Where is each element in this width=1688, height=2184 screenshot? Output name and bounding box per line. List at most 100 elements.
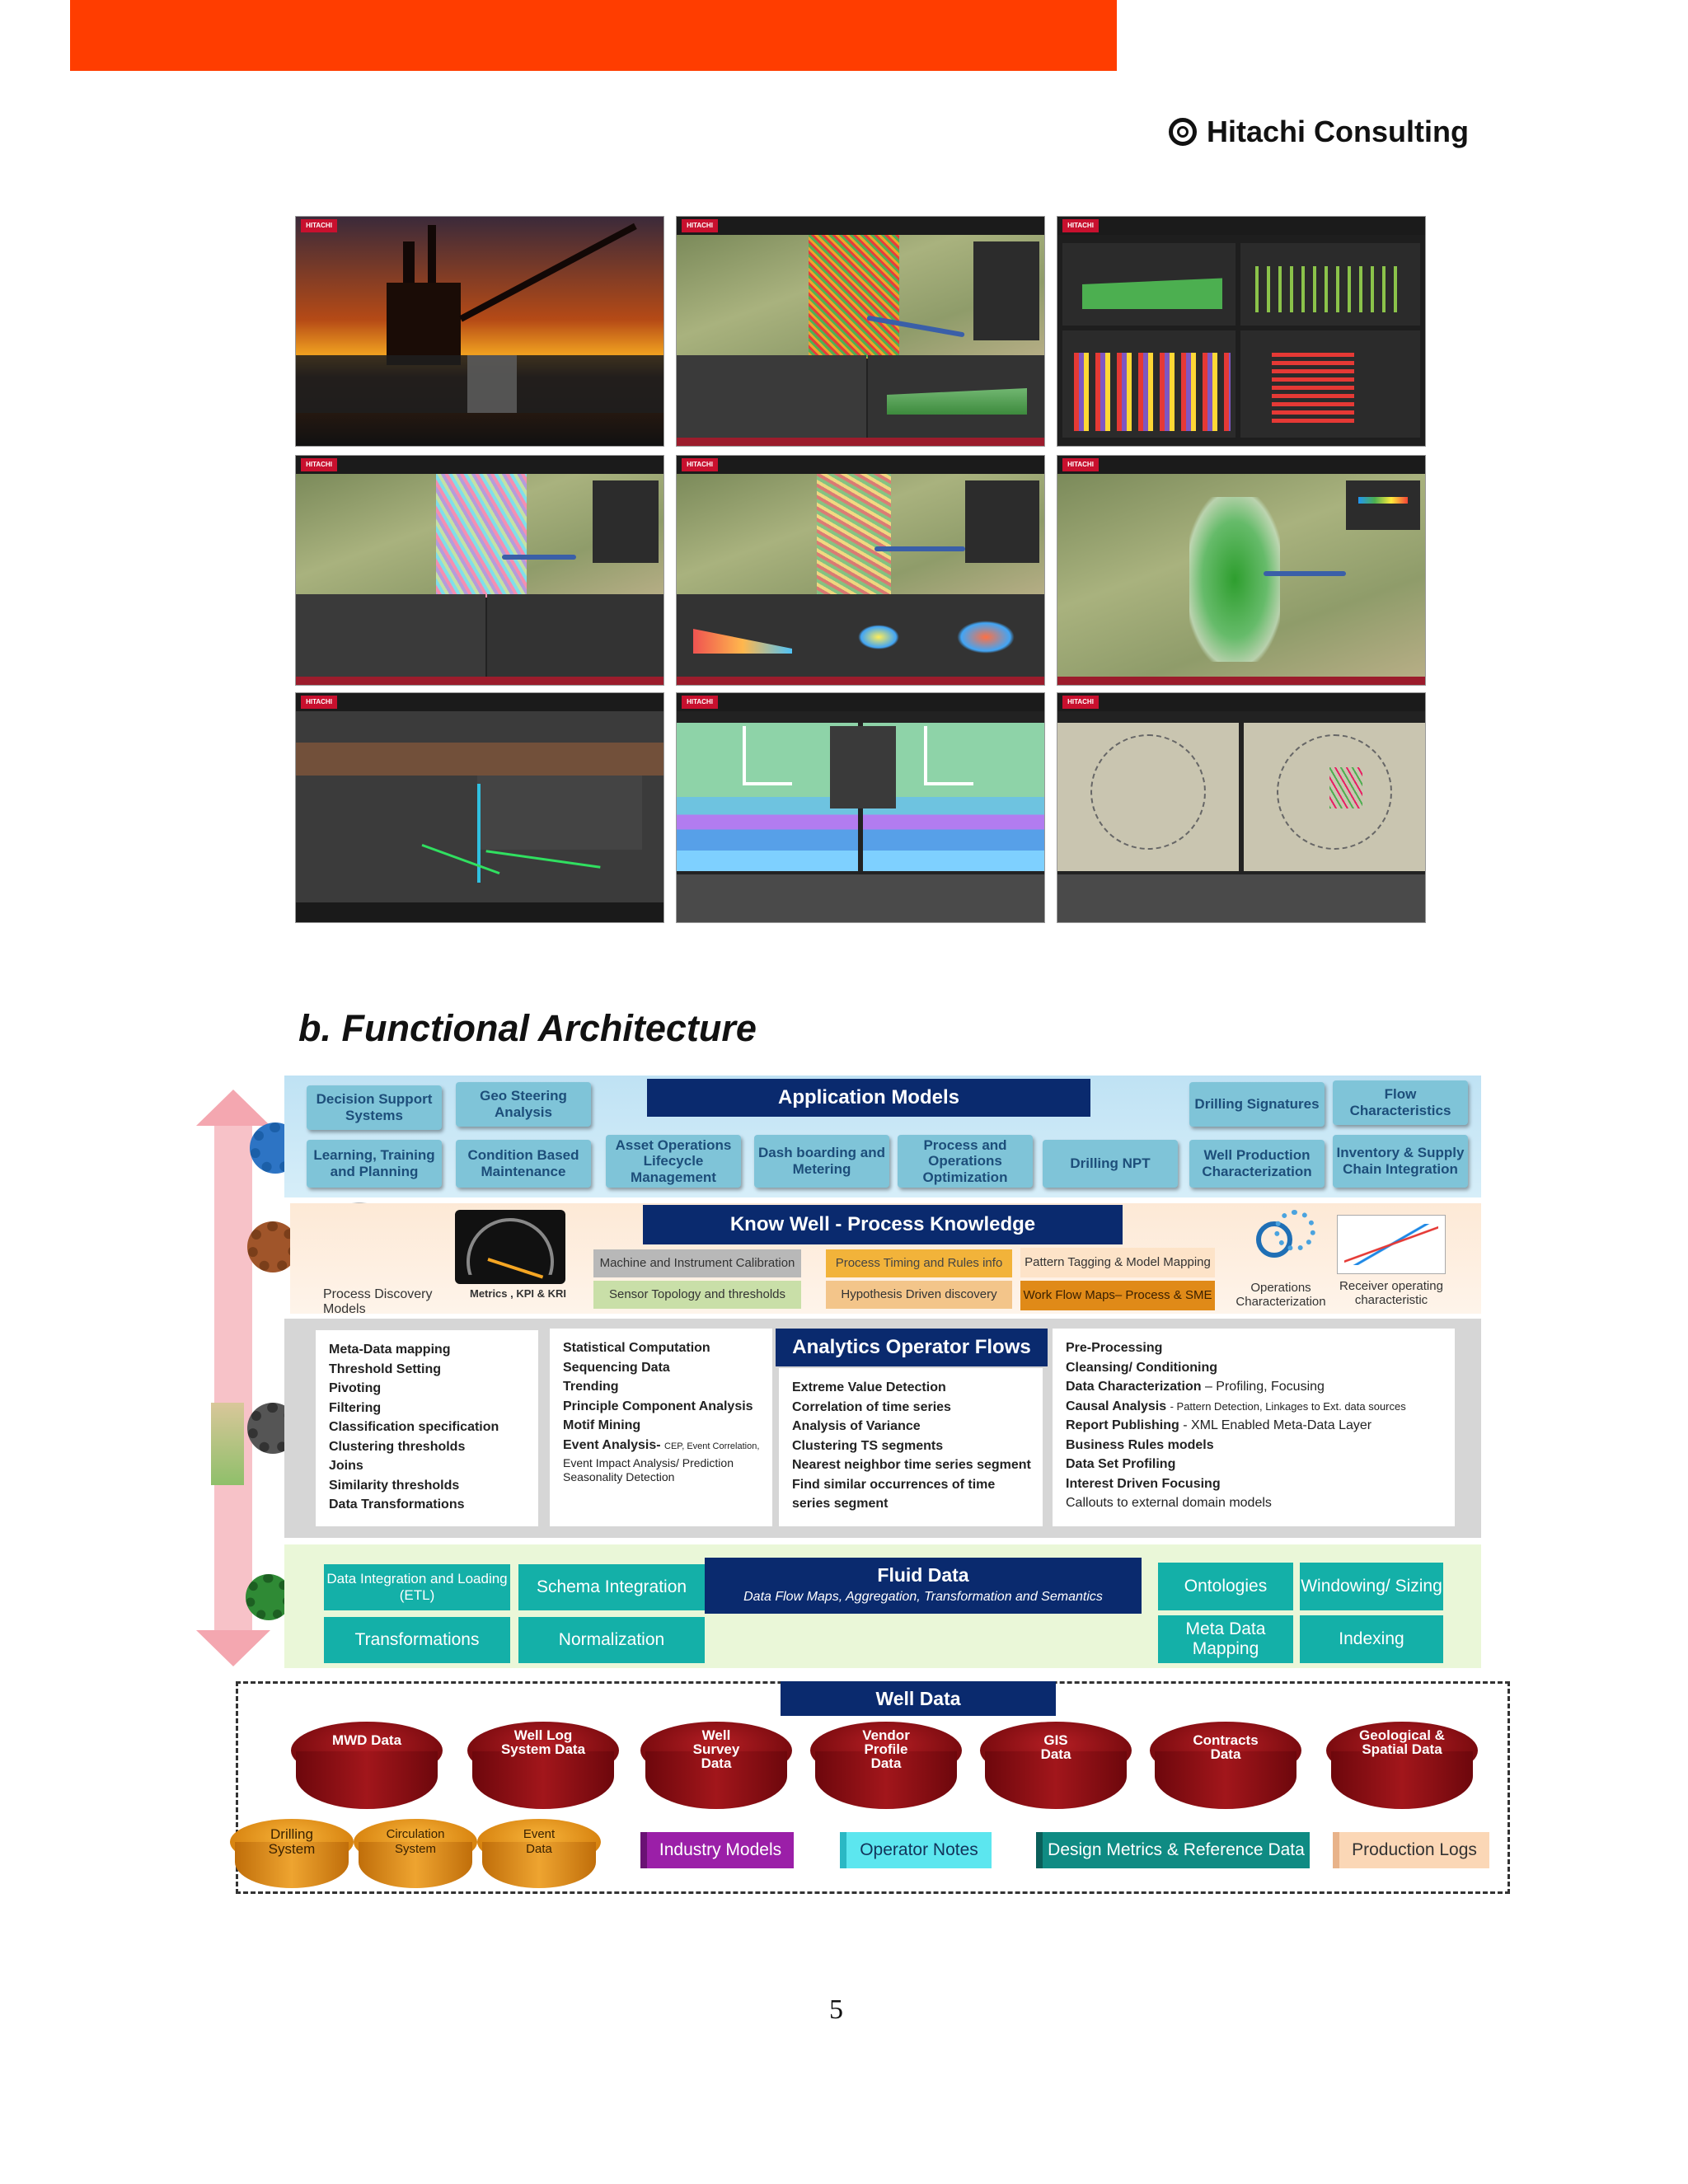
- screenshot-map-scatter: HITACHI: [676, 455, 1045, 686]
- text-item: Find similar occurrences of time series …: [792, 1477, 996, 1511]
- tile-learning-training: Learning, Training and Planning: [307, 1140, 442, 1188]
- text-item: Clustering TS segments: [792, 1438, 944, 1453]
- well-data-layer: Well Data MWD Data Well Log System Data …: [230, 1681, 1510, 1894]
- text-item: Data Characterization: [1066, 1380, 1202, 1394]
- text-item: Business Rules models: [1066, 1437, 1214, 1452]
- chip-operator-notes: Operator Notes: [840, 1832, 992, 1868]
- text-item: Classification specification: [329, 1420, 499, 1434]
- analytics-col3: Extreme Value Detection Correlation of t…: [779, 1368, 1043, 1526]
- know-pattern-tagging: Pattern Tagging & Model Mapping: [1020, 1248, 1215, 1277]
- pot-mwd-data: MWD Data: [291, 1722, 443, 1814]
- pot-gis-data: GIS Data: [980, 1722, 1132, 1814]
- pot-well-log-data: Well Log System Data: [467, 1722, 619, 1814]
- text-item: Event Impact Analysis/ Prediction: [563, 1456, 734, 1469]
- screenshot-map-clusters: HITACHI: [295, 455, 664, 686]
- pot-vendor-profile-data: Vendor Profile Data: [810, 1722, 962, 1814]
- metrics-label: Metrics , KPI & KRI: [470, 1287, 567, 1300]
- pot-geological-data: Geological & Spatial Data: [1326, 1722, 1478, 1814]
- tile-decision-support: Decision Support Systems: [307, 1085, 442, 1130]
- pot-well-survey-data: Well Survey Data: [640, 1722, 792, 1814]
- text-item: Trending: [563, 1380, 619, 1394]
- text-item: Statistical Computation: [563, 1341, 710, 1355]
- application-models-title: Application Models: [647, 1079, 1090, 1117]
- text-item: Joins: [329, 1459, 363, 1473]
- text-item: Cleansing/ Conditioning: [1066, 1360, 1217, 1375]
- analytics-col4: Pre-Processing Cleansing/ Conditioning D…: [1053, 1329, 1455, 1526]
- pot-label: Drilling System: [268, 1826, 316, 1857]
- text-item: Data Set Profiling: [1066, 1457, 1176, 1471]
- screenshot-production-charts: HITACHI: [1057, 216, 1426, 447]
- event-analysis-line: Event Analysis- CEP, Event Correlation,: [563, 1436, 759, 1457]
- top-accent-bar: [70, 0, 1117, 71]
- process-discovery-label: Process Discovery Models: [323, 1287, 433, 1316]
- pot-label: Vendor Profile Data: [862, 1727, 910, 1771]
- text-item: Report Publishing: [1066, 1418, 1179, 1432]
- text-item: Similarity thresholds: [329, 1478, 460, 1493]
- text-item: Filtering: [329, 1400, 382, 1415]
- report-publishing-line: Report Publishing - XML Enabled Meta-Dat…: [1066, 1416, 1442, 1436]
- tile-windowing: Windowing/ Sizing: [1300, 1563, 1443, 1610]
- operations-label: Operations Characterization: [1236, 1281, 1326, 1309]
- tile-indexing: Indexing: [1300, 1615, 1443, 1663]
- tile-geo-steering: Geo Steering Analysis: [456, 1082, 591, 1127]
- text-item: CEP, Event Correlation,: [664, 1441, 760, 1451]
- analytics-col2: Statistical Computation Sequencing Data …: [550, 1329, 772, 1526]
- hitachi-logo-icon: [1169, 118, 1197, 146]
- screenshot-3d-wellbore: HITACHI: [295, 692, 664, 923]
- pot-event-data: Event Data: [477, 1819, 601, 1890]
- text-item: Meta-Data mapping: [329, 1343, 451, 1357]
- know-well-layer: Know Well - Process Knowledge Process Di…: [290, 1203, 1481, 1316]
- architecture-left-arrow: [196, 1090, 270, 1666]
- screenshot-logo: HITACHI: [301, 219, 337, 232]
- know-hypothesis: Hypothesis Driven discovery: [826, 1281, 1012, 1309]
- know-machine-calibration: Machine and Instrument Calibration: [593, 1249, 801, 1277]
- text-item: Motif Mining: [563, 1418, 641, 1432]
- know-well-title: Know Well - Process Knowledge: [643, 1205, 1123, 1244]
- text-item: - XML Enabled Meta-Data Layer: [1183, 1418, 1372, 1432]
- know-process-timing: Process Timing and Rules info: [826, 1249, 1012, 1277]
- chip-production-logs: Production Logs: [1333, 1832, 1489, 1868]
- tile-dashboarding: Dash boarding and Metering: [754, 1135, 889, 1188]
- pot-drilling-system: Drilling System: [230, 1819, 354, 1890]
- text-item: Causal Analysis: [1066, 1399, 1167, 1413]
- tile-process-optimization: Process and Operations Optimization: [898, 1135, 1033, 1188]
- screenshot-logo: HITACHI: [1062, 458, 1099, 471]
- text-item: - Pattern Detection, Linkages to Ext. da…: [1170, 1399, 1406, 1413]
- text-item: Interest Driven Focusing: [1066, 1476, 1221, 1491]
- analytics-layer: Meta-Data mapping Threshold Setting Pivo…: [284, 1319, 1481, 1538]
- tile-well-production: Well Production Characterization: [1189, 1140, 1325, 1188]
- brand-header: Hitachi Consulting: [1169, 107, 1469, 157]
- data-characterization-line: Data Characterization – Profiling, Focus…: [1066, 1377, 1442, 1397]
- analytics-title: Analytics Operator Flows: [776, 1329, 1048, 1366]
- pot-circulation-system: Circulation System: [354, 1819, 477, 1890]
- receiver-label: Receiver operating characteristic: [1339, 1279, 1443, 1307]
- text-item: Event Analysis-: [563, 1437, 661, 1452]
- text-item: Correlation of time series: [792, 1399, 951, 1414]
- tile-inventory-supply: Inventory & Supply Chain Integration: [1333, 1135, 1468, 1188]
- tile-drilling-npt: Drilling NPT: [1043, 1140, 1178, 1188]
- screenshot-rose-diagrams: HITACHI: [1057, 692, 1426, 923]
- text-item: Seasonality Detection: [563, 1470, 675, 1483]
- pot-label: GIS Data: [1040, 1732, 1071, 1762]
- pot-label: Event Data: [523, 1827, 556, 1856]
- screenshot-map-wells: HITACHI: [676, 216, 1045, 447]
- text-item: Threshold Setting: [329, 1361, 441, 1376]
- know-sensor-topology: Sensor Topology and thresholds: [593, 1281, 801, 1309]
- tile-asset-operations: Asset Operations Lifecycle Management: [606, 1135, 741, 1188]
- text-item: Data Transformations: [329, 1497, 465, 1511]
- fluid-data-layer: Fluid Data Data Flow Maps, Aggregation, …: [284, 1544, 1481, 1668]
- screenshot-well-profile: HITACHI: [676, 692, 1045, 923]
- fluid-data-subtitle: Data Flow Maps, Aggregation, Transformat…: [743, 1590, 1103, 1604]
- tile-drilling-signatures: Drilling Signatures: [1189, 1082, 1325, 1127]
- analytics-col1: Meta-Data mapping Threshold Setting Pivo…: [316, 1330, 538, 1526]
- application-layer: Application Models Decision Support Syst…: [284, 1076, 1481, 1197]
- tile-metadata-mapping: Meta Data Mapping: [1158, 1615, 1293, 1663]
- text-item: Analysis of Variance: [792, 1419, 921, 1433]
- pot-label: Well Survey Data: [692, 1727, 740, 1771]
- operations-person-icon: [1240, 1210, 1322, 1268]
- screenshot-logo: HITACHI: [682, 696, 718, 709]
- chip-design-metrics: Design Metrics & Reference Data: [1036, 1832, 1310, 1868]
- text-item: Principle Component Analysis: [563, 1399, 753, 1413]
- screenshot-logo: HITACHI: [301, 458, 337, 471]
- person-figure-icon: [211, 1403, 244, 1485]
